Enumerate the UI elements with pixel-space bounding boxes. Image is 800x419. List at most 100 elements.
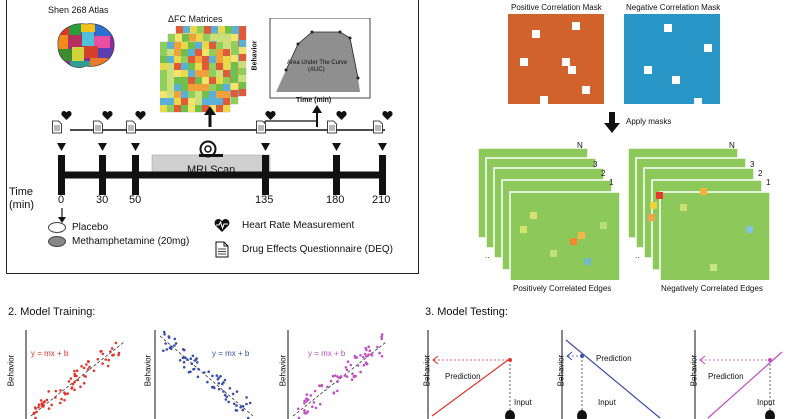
data-point	[303, 402, 306, 405]
data-point	[215, 374, 219, 377]
prediction-point	[508, 358, 512, 362]
auc-annotation-1: Area Under The Curve	[287, 60, 348, 66]
data-point	[241, 408, 245, 412]
data-point	[217, 382, 221, 385]
data-point	[380, 354, 384, 358]
data-point	[378, 351, 381, 355]
placebo-swatch	[48, 222, 66, 233]
data-point	[367, 353, 370, 356]
data-point	[193, 359, 196, 362]
timeline-graphic	[57, 105, 387, 195]
heart-rate-icon	[102, 111, 113, 120]
data-point	[164, 342, 167, 345]
questionnaire-icon	[126, 120, 136, 134]
data-point	[32, 411, 36, 415]
training-ylabel-3: Behavior	[278, 354, 288, 387]
data-point	[245, 396, 248, 399]
data-point	[367, 345, 371, 348]
edge-cell	[550, 250, 557, 257]
data-point	[231, 392, 235, 396]
input-marker	[765, 410, 775, 419]
data-point	[47, 407, 51, 410]
data-point	[73, 388, 76, 392]
data-point	[114, 341, 118, 345]
data-point	[356, 364, 360, 367]
data-point	[363, 352, 367, 356]
positive-edges-label: Positively Correlated Edges	[513, 284, 612, 293]
data-point	[101, 362, 104, 365]
data-point	[359, 370, 362, 374]
data-point	[344, 366, 348, 369]
data-point	[305, 393, 309, 396]
data-point	[331, 374, 335, 378]
testing-plot	[694, 330, 783, 419]
edge-stacks	[477, 147, 771, 280]
data-point	[60, 397, 63, 401]
mask-edge	[562, 58, 570, 66]
regression-line	[565, 339, 661, 419]
data-point	[309, 394, 313, 397]
training-scatterplots	[25, 330, 387, 419]
tick-0: 0	[58, 194, 65, 206]
data-point	[228, 387, 232, 390]
testing-prediction-3: Prediction	[708, 372, 744, 381]
data-point	[235, 409, 239, 412]
data-point	[79, 385, 82, 389]
data-point	[71, 382, 75, 386]
data-point	[222, 381, 225, 384]
data-point	[47, 390, 50, 393]
data-point	[303, 399, 306, 403]
heart-rate-icon	[265, 111, 276, 120]
dfc-matrices	[160, 26, 247, 113]
data-point	[83, 374, 86, 378]
time-axis-label-2: (min)	[9, 199, 35, 211]
questionnaire-icon	[93, 120, 103, 134]
auc-xlabel: Time (min)	[296, 97, 332, 104]
mask-edge	[664, 24, 672, 32]
prediction-arrow	[699, 355, 706, 365]
edge-cell	[656, 192, 663, 199]
data-point	[117, 353, 120, 357]
data-point	[162, 349, 165, 353]
data-point	[191, 354, 195, 358]
input-marker	[505, 410, 515, 419]
data-point	[297, 416, 301, 419]
data-point	[224, 398, 228, 401]
edge-cell	[570, 238, 577, 245]
data-point	[355, 356, 359, 359]
data-point	[314, 406, 318, 410]
edge-cell	[530, 212, 537, 219]
data-point	[195, 361, 199, 364]
time-axis-label-1: Time	[9, 186, 34, 198]
training-plot	[154, 330, 254, 419]
data-point	[223, 378, 227, 382]
data-point	[312, 401, 316, 404]
stack-3-left: 3	[593, 160, 598, 169]
input-marker	[577, 410, 587, 419]
data-point	[212, 385, 215, 389]
mri-scan-label: MRI Scan	[187, 164, 236, 176]
data-point	[380, 335, 383, 339]
data-point	[336, 375, 339, 378]
data-point	[69, 377, 73, 380]
measurement-icons	[52, 111, 393, 134]
data-point	[96, 358, 100, 361]
mask-edge	[532, 30, 540, 38]
data-point	[173, 344, 176, 347]
data-point	[59, 401, 62, 405]
training-eq-3: y = mx + b	[308, 349, 346, 358]
data-point	[50, 403, 53, 407]
questionnaire-icon	[373, 120, 383, 134]
data-point	[54, 389, 58, 393]
testing-ylabel-2: Behavior	[556, 354, 566, 387]
data-point	[306, 410, 310, 413]
data-point	[361, 356, 365, 359]
apply-masks-label: Apply masks	[626, 117, 672, 126]
data-point	[112, 353, 115, 357]
edge-cell	[520, 226, 527, 233]
data-point	[92, 369, 96, 373]
data-point	[364, 346, 368, 350]
data-point	[54, 396, 57, 399]
questionnaire-icon	[52, 120, 62, 134]
data-point	[336, 389, 339, 393]
